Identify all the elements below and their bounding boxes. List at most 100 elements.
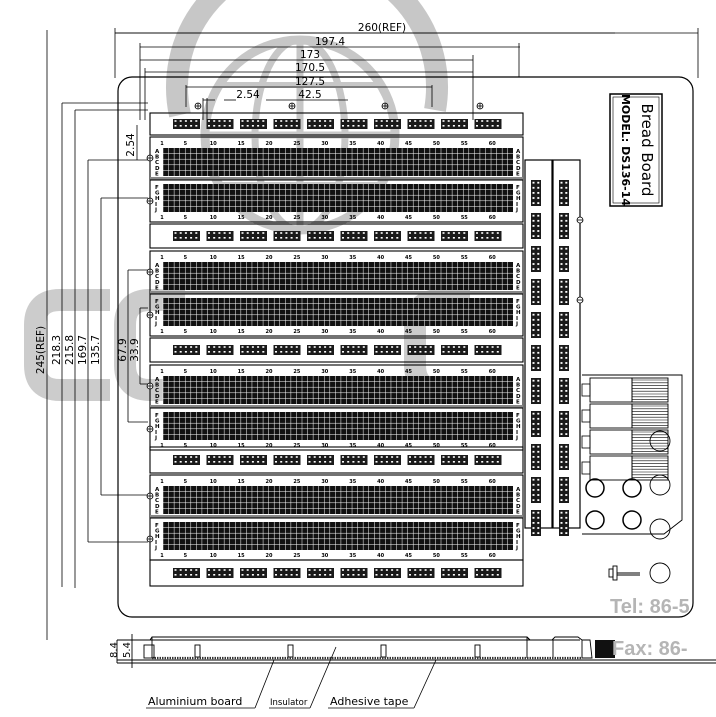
vertical-bus-hole-group (531, 312, 541, 338)
row-label: A (516, 263, 521, 269)
row-label: G (516, 191, 521, 197)
row-label: J (154, 207, 157, 213)
hole-matrix (162, 522, 513, 550)
vertical-bus-hole-group (531, 444, 541, 470)
dim-135-7: 135.7 (90, 335, 102, 365)
bus-hole-group (407, 345, 435, 355)
column-number: 55 (461, 553, 468, 559)
model-number: MODEL: DS136-14 (619, 94, 632, 206)
column-number: 15 (238, 215, 245, 221)
row-label: J (515, 435, 518, 441)
row-label: E (155, 171, 159, 177)
row-label: A (155, 487, 160, 493)
column-number: 1 (160, 443, 164, 449)
hole-matrix (162, 486, 513, 514)
column-number: 5 (184, 369, 188, 375)
row-label: A (516, 487, 521, 493)
column-number: 45 (405, 369, 412, 375)
column-number: 40 (377, 443, 384, 449)
column-number: 60 (489, 329, 496, 335)
bus-hole-group (307, 568, 334, 578)
column-number: 1 (160, 479, 164, 485)
bus-hole-group (173, 455, 200, 465)
label-adhesive-tape: Adhesive tape (330, 695, 409, 708)
vertical-bus-hole-group (559, 345, 569, 371)
column-number: 35 (349, 141, 356, 147)
row-label: A (155, 263, 160, 269)
bus-strip (149, 337, 524, 363)
row-label: E (155, 285, 159, 291)
row-label: G (155, 305, 160, 311)
row-label: J (515, 545, 518, 551)
bus-hole-group (173, 568, 200, 578)
column-number: 40 (377, 479, 384, 485)
column-number: 10 (210, 141, 217, 147)
row-label: F (516, 523, 520, 529)
row-label: A (155, 149, 160, 155)
row-label: I (516, 540, 518, 546)
column-number: 15 (238, 255, 245, 261)
row-label: A (516, 149, 521, 155)
mounting-hole-marker (146, 425, 154, 433)
column-number: 45 (405, 479, 412, 485)
mounting-hole-marker (146, 492, 154, 500)
dim-127-5: 127.5 (295, 76, 325, 88)
column-number: 60 (489, 443, 496, 449)
column-number: 50 (433, 369, 440, 375)
vertical-bus-hole-group (531, 246, 541, 272)
row-label: B (516, 383, 520, 389)
bus-hole-group (407, 568, 435, 578)
column-number: 15 (238, 479, 245, 485)
bus-hole-group (374, 455, 401, 465)
bus-hole-group (273, 231, 301, 241)
row-label: I (516, 430, 518, 436)
bus-hole-group (206, 568, 234, 578)
bus-hole-group (273, 568, 301, 578)
row-label: H (516, 196, 521, 202)
row-label: B (516, 155, 520, 161)
mounting-hole-marker (146, 311, 154, 319)
bus-hole-group (474, 231, 502, 241)
watermark-tel: Tel: 86-5 (610, 596, 690, 618)
dim-2-54-h: 2.54 (236, 89, 260, 101)
row-label: F (516, 413, 520, 419)
mounting-holes-top (194, 102, 484, 110)
bus-hole-group (307, 455, 334, 465)
row-label: D (516, 504, 521, 510)
dim-33-9: 33.9 (129, 338, 141, 361)
label-aluminium-board: Aluminium board (148, 695, 242, 708)
column-number: 20 (266, 479, 273, 485)
column-number: 20 (266, 215, 273, 221)
column-number: 50 (433, 215, 440, 221)
vertical-bus-hole-group (559, 180, 569, 206)
column-number: 30 (321, 443, 328, 449)
watermark-fax: Fax: 86- (612, 638, 688, 660)
vertical-bus-hole-group (531, 213, 541, 239)
hole-matrix (162, 148, 513, 176)
row-label: I (155, 202, 157, 208)
strip-outline (149, 223, 524, 249)
dim-2-54-v: 2.54 (125, 133, 137, 157)
column-number: 30 (321, 215, 328, 221)
bus-hole-group (474, 345, 502, 355)
column-number: 60 (489, 141, 496, 147)
row-label: J (154, 321, 157, 327)
column-number: 1 (160, 141, 164, 147)
column-number: 1 (160, 553, 164, 559)
row-label: F (155, 185, 159, 191)
side-view (116, 634, 716, 668)
column-number: 60 (489, 215, 496, 221)
bus-hole-group (474, 568, 502, 578)
row-label: A (155, 377, 160, 383)
bus-hole-group (273, 345, 301, 355)
vertical-bus-hole-group (559, 444, 569, 470)
bus-hole-group (206, 455, 234, 465)
aluminium-board-outline (117, 76, 694, 618)
bus-hole-group (340, 568, 368, 578)
column-number: 50 (433, 553, 440, 559)
row-label: A (516, 377, 521, 383)
column-number: 55 (461, 479, 468, 485)
bus-hole-group (374, 119, 401, 129)
bus-hole-group (374, 345, 401, 355)
